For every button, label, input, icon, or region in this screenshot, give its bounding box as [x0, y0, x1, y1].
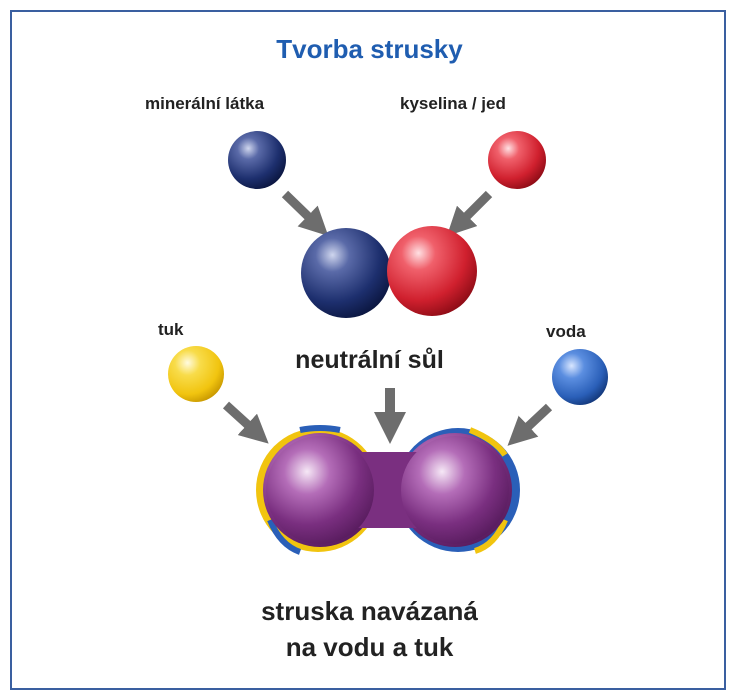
- acid-sphere: [488, 131, 546, 189]
- label-result-line2: na vodu a tuk: [285, 632, 454, 662]
- diagram-graphic: [168, 131, 608, 555]
- label-fat: tuk: [158, 320, 184, 339]
- salt-mineral-part: [301, 228, 391, 318]
- mineral-sphere: [228, 131, 286, 189]
- label-acid: kyselina / jed: [400, 94, 506, 113]
- label-mineral: minerální látka: [145, 94, 265, 113]
- arrow-water-to-slag: [507, 403, 553, 446]
- diagram-title: Tvorba strusky: [276, 34, 463, 64]
- arrow-mineral-to-salt: [281, 190, 329, 237]
- water-sphere: [552, 349, 608, 405]
- label-water: voda: [546, 322, 586, 341]
- label-result-line1: struska navázaná: [261, 596, 478, 626]
- fat-sphere: [168, 346, 224, 402]
- salt-acid-part: [387, 226, 477, 316]
- arrow-acid-to-salt: [446, 190, 493, 237]
- slag-molecule: [256, 425, 520, 555]
- label-neutral-salt: neutrální sůl: [295, 346, 444, 374]
- arrow-fat-to-slag: [222, 401, 269, 444]
